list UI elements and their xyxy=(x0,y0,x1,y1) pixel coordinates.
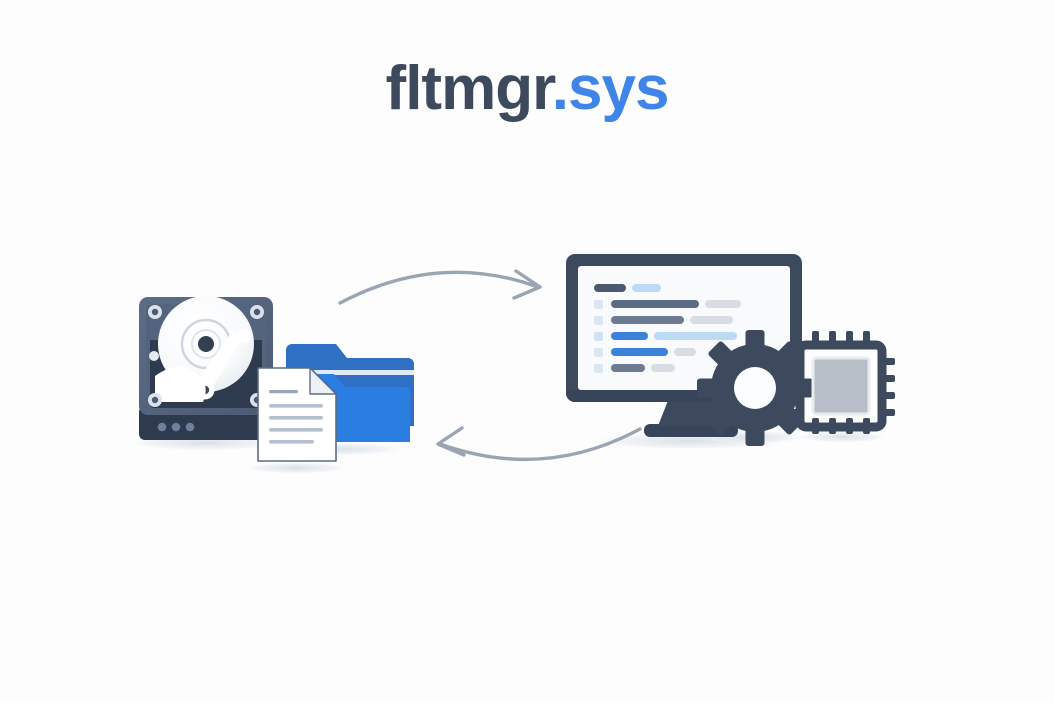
hard-drive-connector-dot xyxy=(171,422,181,432)
hard-drive-actuator-pivot xyxy=(237,329,251,343)
hard-drive-spindle xyxy=(198,336,214,352)
title-base: fltmgr xyxy=(385,54,553,123)
cpu-chip-icon xyxy=(787,331,895,434)
monitor-code-content xyxy=(594,284,741,373)
code-gutter-marker xyxy=(594,348,603,357)
code-segment xyxy=(654,332,737,340)
code-segment xyxy=(651,364,675,372)
document-text-line xyxy=(269,390,298,394)
monitor-neck xyxy=(658,398,724,426)
code-segment xyxy=(611,364,645,372)
code-segment xyxy=(611,348,668,356)
code-segment xyxy=(632,284,661,292)
chip-shadow xyxy=(794,431,890,443)
arrow-bottom-curve xyxy=(438,427,642,462)
hard-drive-connector-dot xyxy=(185,422,195,432)
document-folded-corner xyxy=(309,367,337,395)
document-text-line xyxy=(269,440,314,444)
code-gutter-marker xyxy=(594,300,603,309)
hard-drive xyxy=(139,296,273,440)
document-text-line xyxy=(269,428,323,432)
document-shadow xyxy=(240,462,352,474)
code-segment xyxy=(705,300,741,308)
code-gutter-marker xyxy=(594,316,603,325)
code-segment xyxy=(611,332,648,340)
code-segment xyxy=(594,284,626,292)
gear-icon xyxy=(697,330,813,446)
cpu-chip-body xyxy=(795,340,887,432)
arrow-top xyxy=(338,269,542,305)
arrow-top-head xyxy=(512,269,542,300)
code-segment xyxy=(674,348,696,356)
hard-drive-actuator-arm xyxy=(196,330,243,391)
title-extension: .sys xyxy=(551,54,670,123)
code-segment xyxy=(611,316,684,324)
document-text-line xyxy=(269,416,323,420)
page-title: fltmgr.sys xyxy=(0,58,1054,120)
code-segment xyxy=(611,300,699,308)
hard-drive-screw-core xyxy=(151,308,159,316)
cpu-chip-die xyxy=(811,356,871,416)
arrow-bottom-head xyxy=(436,426,466,457)
code-segment xyxy=(690,316,733,324)
folder-right-edge xyxy=(402,392,410,442)
hard-drive-platter-ring-inner xyxy=(191,329,221,359)
arrow-bottom xyxy=(436,426,642,462)
arrow-top-curve xyxy=(338,270,540,305)
document xyxy=(257,367,337,462)
code-gutter-marker xyxy=(594,364,603,373)
folder-divider xyxy=(289,370,415,375)
hard-drive-lower-highlight xyxy=(155,366,206,402)
hard-drive-screw-core xyxy=(253,308,261,316)
document-text-lines xyxy=(269,390,323,444)
gear-center-hole xyxy=(734,367,776,409)
hard-drive-screw-core xyxy=(151,396,159,404)
hard-drive-connector-dot xyxy=(157,422,167,432)
document-text-line xyxy=(269,404,323,408)
code-gutter-marker xyxy=(594,332,603,341)
hard-drive-screw-side xyxy=(149,351,159,361)
